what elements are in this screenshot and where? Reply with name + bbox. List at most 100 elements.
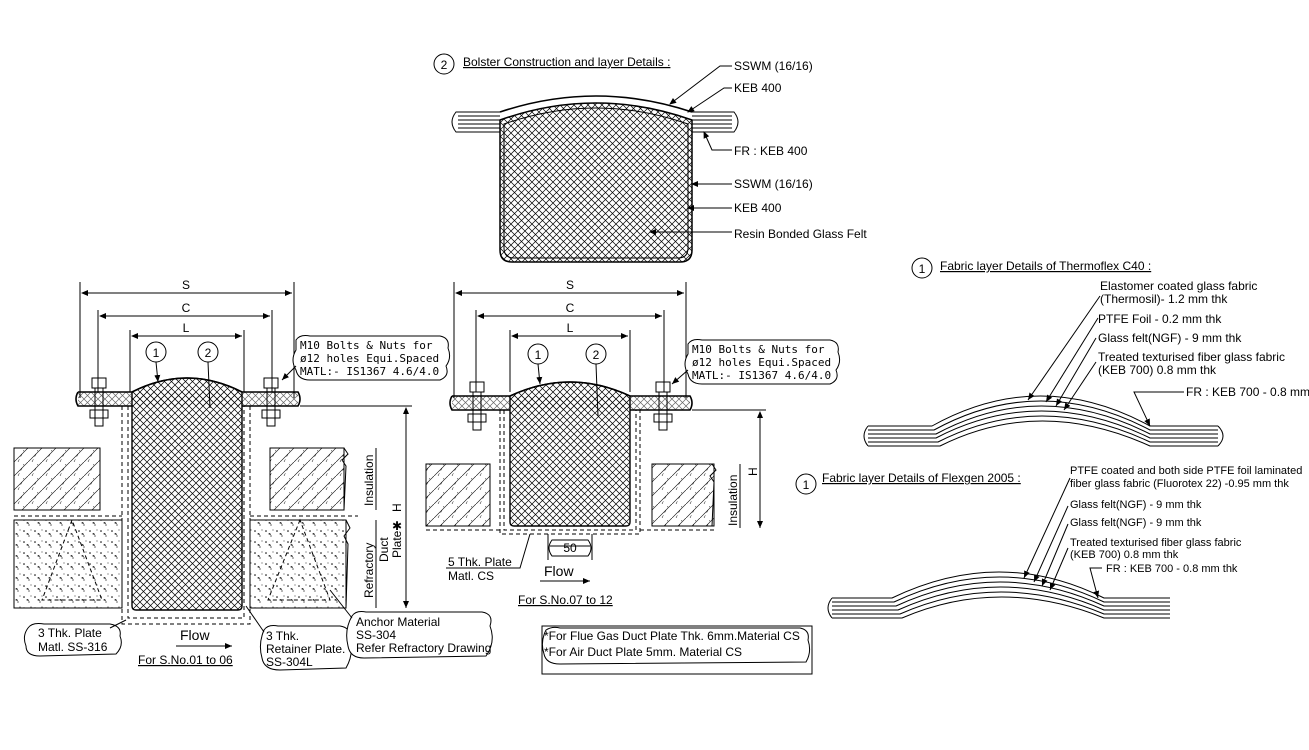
right-bolt-2: [653, 381, 673, 431]
right-insulation-block-1: [425, 463, 491, 527]
bolster-detail: 2 Bolster Construction and layer Details…: [433, 53, 867, 263]
left-bolts-note-cloud: [292, 335, 451, 381]
left-retainer-note-1: 3 Thk.: [266, 629, 299, 643]
flexgen-marker: 1: [803, 478, 810, 492]
thermoflex-marker: 1: [919, 262, 926, 276]
thermoflex-label-7: FR : KEB 700 - 0.8 mm thk: [1186, 385, 1309, 399]
flexgen-label-7: FR : KEB 700 - 0.8 mm thk: [1106, 563, 1238, 575]
left-refractory-label: Refractory: [362, 543, 376, 598]
bolster-title: Bolster Construction and layer Details :: [463, 55, 670, 69]
flexgen-label-2: fiber glass fabric (Fluorotex 22) -0.95 …: [1070, 478, 1289, 490]
left-dim-c: C: [182, 301, 191, 315]
right-dim-50: 50: [563, 541, 577, 555]
left-anchor-note-1: Anchor Material: [356, 615, 440, 629]
right-insulation-block-2: [651, 463, 715, 527]
bolster-label-1: SSWM (16/16): [734, 59, 813, 73]
note-2: *For Air Duct Plate 5mm. Material CS: [544, 645, 742, 659]
left-retainer-note-2: Retainer Plate.: [266, 642, 345, 656]
flexgen-label-6: (KEB 700) 0.8 mm thk: [1070, 549, 1179, 561]
left-marker-1: 1: [153, 346, 160, 360]
left-insulation-block-2: [269, 447, 345, 511]
right-marker-1: 1: [535, 348, 542, 362]
flexgen-label-3: Glass felt(NGF) - 9 mm thk: [1070, 499, 1202, 511]
left-anchor-note-2: SS-304: [356, 628, 396, 642]
right-dim-c: C: [566, 301, 575, 315]
bolster-label-3: FR : KEB 400: [734, 144, 808, 158]
left-marker-2: 2: [205, 346, 212, 360]
left-refractory-2: [249, 519, 347, 609]
right-bolt-1: [467, 381, 487, 431]
thermoflex-label-1: Elastomer coated glass fabric: [1100, 279, 1257, 293]
left-insulation-block-1: [13, 447, 101, 511]
right-dim-s: S: [566, 278, 574, 292]
left-retainer-note-cloud: [259, 625, 352, 671]
flexgen-layer-1: [832, 571, 1170, 599]
right-bolts-note-2: ø12 holes Equi.Spaced: [692, 356, 831, 369]
right-plate-note-2: Matl. CS: [448, 569, 494, 583]
flexgen-title: Fabric layer Details of Flexgen 2005 :: [822, 471, 1021, 485]
left-dim-s: S: [182, 278, 190, 292]
left-bolts-note-3: MATL:- IS1367 4.6/4.0: [300, 365, 439, 378]
note-1: *For Flue Gas Duct Plate Thk. 6mm.Materi…: [544, 629, 800, 643]
flexgen-detail: 1 Fabric layer Details of Flexgen 2005 :…: [795, 465, 1302, 619]
thermoflex-label-4: Glass felt(NGF) - 9 mm thk: [1098, 331, 1242, 345]
bolster-left-flange: [451, 111, 500, 133]
bolster-label-5: KEB 400: [734, 201, 782, 215]
right-bolts-note-3: MATL:- IS1367 4.6/4.0: [692, 369, 831, 382]
left-retainer-note-3: SS-304L: [266, 655, 313, 669]
flexgen-label-1: PTFE coated and both side PTFE foil lami…: [1070, 465, 1302, 477]
bolster-label-6: Resin Bonded Glass Felt: [734, 227, 867, 241]
left-anchor-note-3: Refer Refractory Drawing: [356, 641, 491, 655]
left-plate-label: Plate: [390, 530, 404, 558]
left-bolt-2: [261, 377, 281, 427]
left-dim-h: H: [390, 503, 404, 512]
right-flange: [449, 381, 693, 411]
flexgen-label-4: Glass felt(NGF) - 9 mm thk: [1070, 517, 1202, 529]
right-section: S C L 1 2 H: [425, 278, 841, 607]
left-anchor-1: [41, 518, 103, 601]
bolster-inner-layer: [503, 107, 689, 259]
bolster-marker-circle: [433, 53, 455, 75]
right-flow-label: Flow: [544, 563, 574, 579]
thermoflex-label-2: (Thermosil)- 1.2 mm thk: [1100, 292, 1228, 306]
left-plate-note-2: Matl. SS-316: [38, 640, 108, 654]
thermoflex-label-3: PTFE Foil - 0.2 mm thk: [1098, 312, 1222, 326]
left-flow-label: Flow: [180, 627, 210, 643]
thermoflex-detail: 1 Fabric layer Details of Thermoflex C40…: [863, 257, 1309, 447]
left-plate-note-cloud: [23, 623, 122, 657]
left-flange: [75, 377, 301, 407]
left-bolts-note-2: ø12 holes Equi.Spaced: [300, 352, 439, 365]
right-plate-note-1: 5 Thk. Plate: [448, 555, 512, 569]
left-insulation-label: Insulation: [362, 455, 376, 506]
bolster-marker: 2: [441, 58, 448, 72]
thermoflex-label-6: (KEB 700) 0.8 mm thk: [1098, 363, 1217, 377]
left-star: ✱: [392, 519, 402, 533]
notes-box: *For Flue Gas Duct Plate Thk. 6mm.Materi…: [541, 625, 813, 675]
thermoflex-title: Fabric layer Details of Thermoflex C40 :: [940, 259, 1151, 273]
left-plate-note-1: 3 Thk. Plate: [38, 626, 102, 640]
bolster-cover: [499, 95, 693, 113]
left-bolster: [131, 377, 243, 611]
bolster-label-4: SSWM (16/16): [734, 177, 813, 191]
right-sno-label: For S.No.07 to 12: [518, 593, 613, 607]
left-dim-l: L: [183, 321, 190, 335]
right-marker-2: 2: [593, 348, 600, 362]
bolster-right-flange: [692, 111, 739, 133]
thermoflex-label-5: Treated texturised fiber glass fabric: [1098, 350, 1285, 364]
left-bolts-note-1: M10 Bolts & Nuts for: [300, 339, 433, 352]
left-section: S C L 1 2: [13, 278, 493, 671]
left-anchor-2: [267, 518, 331, 601]
right-bolts-note-1: M10 Bolts & Nuts for: [692, 343, 825, 356]
right-bolts-note-cloud: [684, 339, 841, 385]
bolster-label-2: KEB 400: [734, 81, 782, 95]
left-bolt-1: [89, 377, 109, 427]
bolster-body: [499, 102, 693, 263]
left-refractory-1: [13, 519, 123, 609]
left-duct-label: Duct: [377, 537, 391, 562]
left-sno-label: For S.No.01 to 06: [138, 653, 233, 667]
right-dim-h: H: [746, 467, 760, 476]
thermoflex-layer-1: [868, 395, 1218, 427]
flexgen-label-5: Treated texturised fiber glass fabric: [1070, 537, 1242, 549]
